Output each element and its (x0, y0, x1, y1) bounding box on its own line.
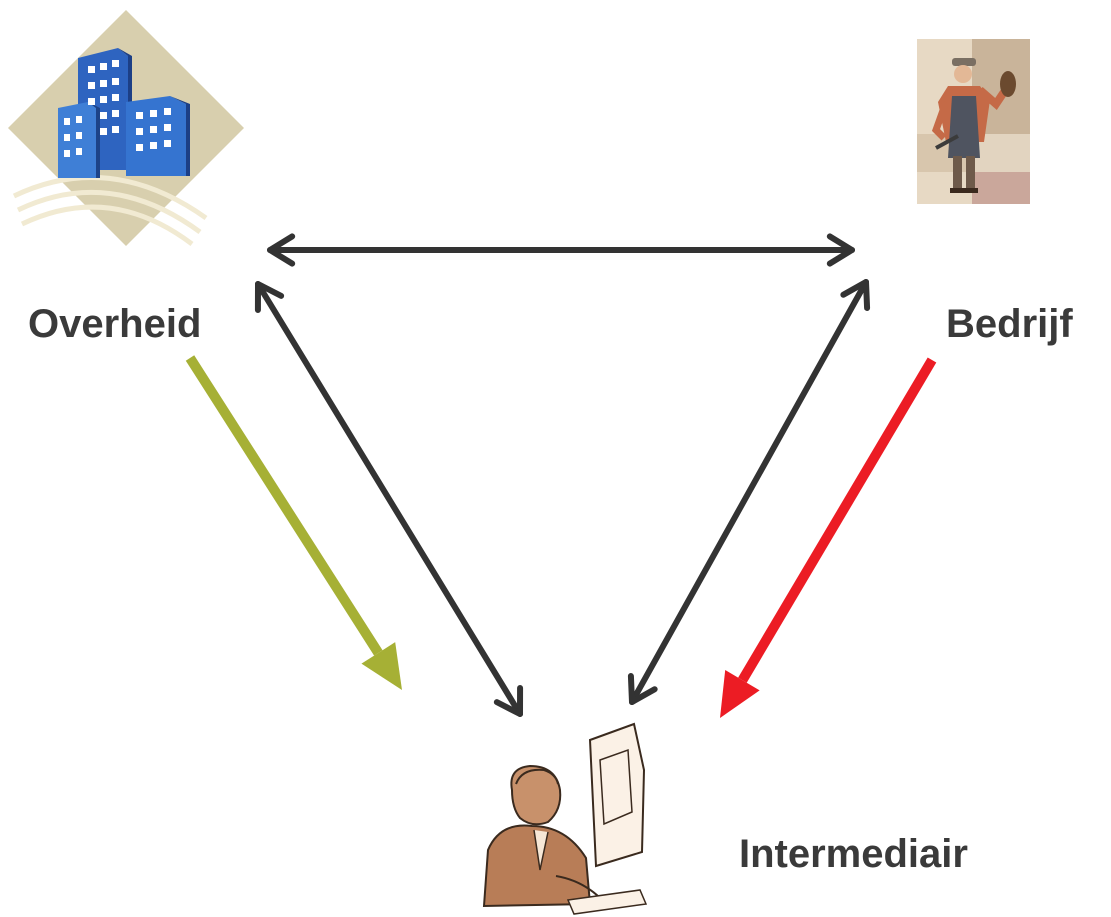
arrow-government-to-intermediary (185, 355, 402, 690)
office-building-icon (8, 10, 244, 246)
arrow-government-business (267, 233, 855, 267)
business-label: Bedrijf (946, 302, 1073, 346)
arrows-layer (185, 233, 937, 718)
craftsman-icon (917, 39, 1030, 204)
government-label: Overheid (28, 302, 202, 346)
intermediary-label: Intermediair (739, 832, 968, 876)
arrow-business-intermediary (627, 279, 871, 705)
office-worker-computer-icon (482, 722, 648, 915)
arrow-business-to-intermediary (720, 357, 937, 718)
arrow-government-intermediary (254, 281, 524, 717)
